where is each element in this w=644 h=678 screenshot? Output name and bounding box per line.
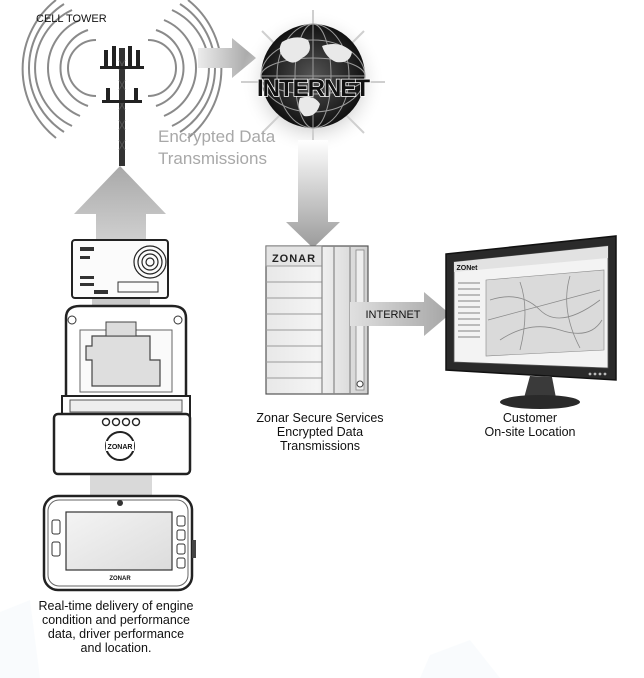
customer-monitor-icon [445,235,617,409]
arrow-internet-to-server [286,140,340,248]
tablet-device-icon [42,494,196,592]
background-watermark [0,600,500,678]
server-brand-logo: ZONAR [272,253,316,265]
arrow-tower-to-internet [198,38,256,78]
customer-label-line2: On-site Location [484,425,575,439]
encrypted-label-line1: Encrypted Data [158,127,276,146]
internet-arrow-label: INTERNET [366,309,421,321]
monitor-brand-logo: ZONet [457,265,479,272]
zonar-services-line2: Encrypted Data [277,425,363,439]
vehicle-mount-device-icon [52,304,192,476]
device-brand-logo: ZONAR [108,444,133,451]
realtime-label-line2: condition and performance [42,613,190,627]
arrow-device-to-tower [74,166,166,240]
internet-globe-icon [241,10,385,154]
customer-label-line1: Customer [503,411,557,425]
realtime-label-line4: and location. [81,641,152,655]
arrow-shaft-tablet [90,474,152,496]
zonar-services-line1: Zonar Secure Services [256,411,383,425]
zonar-services-line3: Transmissions [280,439,360,453]
encrypted-label-line2: Transmissions [158,149,267,168]
cell-tower-icon [21,0,223,166]
realtime-label-line3: data, driver performance [48,627,184,641]
internet-globe-label: INTERNET [257,75,370,102]
arrow-server-to-customer [350,292,450,336]
cell-tower-label: CELL TOWER [36,13,107,25]
tablet-brand-logo: ZONAR [109,576,131,582]
realtime-label-line1: Real-time delivery of engine [39,599,194,613]
telematics-device-icon [71,239,169,299]
arrow-shaft-lower [92,296,150,306]
